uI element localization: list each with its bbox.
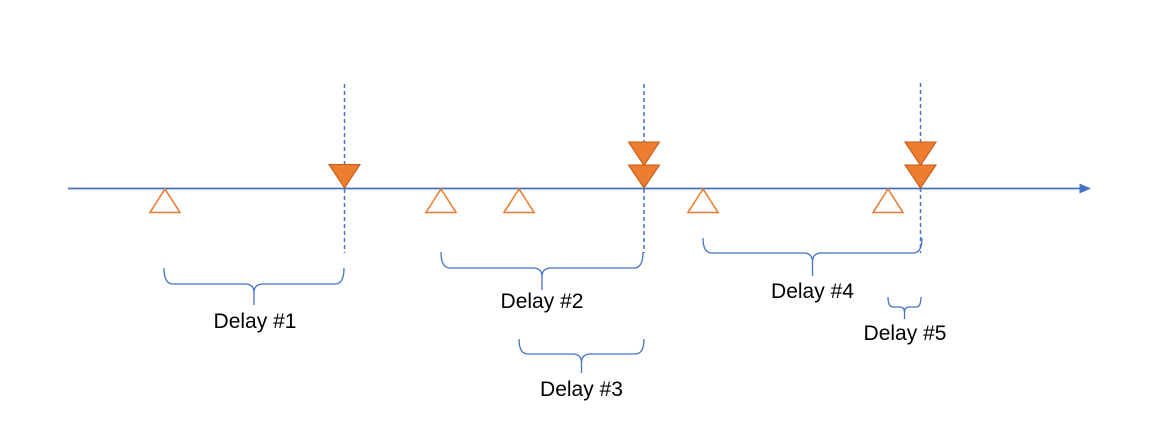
delay-brace-5 xyxy=(887,296,922,319)
down-triangle-marker-group1-a xyxy=(327,163,362,189)
up-triangle-marker-5 xyxy=(871,187,905,214)
delay-brace-3 xyxy=(518,338,645,373)
up-triangle-marker-4 xyxy=(686,187,720,214)
delay-label-3: Delay #3 xyxy=(540,378,623,401)
delay-label-4: Delay #4 xyxy=(771,280,854,303)
up-triangle-marker-3 xyxy=(502,187,536,214)
delay-label-1: Delay #1 xyxy=(214,310,297,333)
down-triangle-marker-group2-b xyxy=(627,164,661,189)
delay-brace-1 xyxy=(163,267,345,305)
up-triangle-marker-1 xyxy=(148,187,182,214)
up-triangle-marker-2 xyxy=(424,187,458,214)
delay-label-2: Delay #2 xyxy=(501,290,584,313)
down-triangle-marker-group2-a xyxy=(627,141,661,167)
delay-brace-4 xyxy=(702,237,923,276)
down-triangle-marker-group3-b xyxy=(903,164,938,189)
timeline-arrowhead xyxy=(1079,183,1091,194)
delay-label-5: Delay #5 xyxy=(864,322,947,345)
delay-brace-2 xyxy=(440,251,644,290)
down-triangle-marker-group3-a xyxy=(903,141,938,167)
